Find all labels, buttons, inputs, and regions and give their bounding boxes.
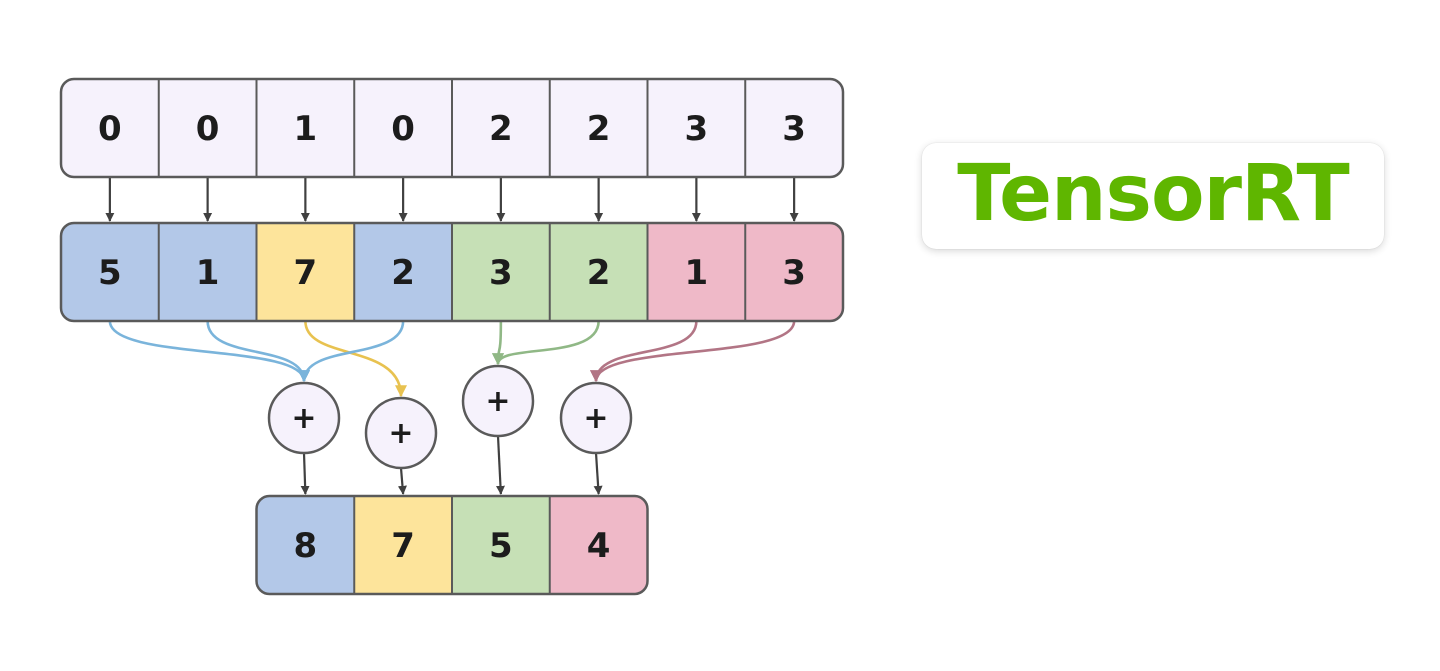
index-cell bbox=[647, 79, 746, 177]
index-cell bbox=[452, 79, 550, 177]
value-to-adder-arrow bbox=[108, 320, 310, 383]
result-array: 8 7 5 4 bbox=[255, 494, 649, 596]
index-array: 0 0 1 0 2 2 3 3 bbox=[59, 77, 845, 179]
adder-to-result-arrow bbox=[495, 435, 505, 495]
index-cell bbox=[158, 79, 257, 177]
value-value: 1 bbox=[196, 253, 220, 293]
result-cell bbox=[354, 496, 452, 594]
plus-sign: + bbox=[485, 384, 510, 419]
value-cell bbox=[354, 223, 452, 321]
plus-sign: + bbox=[291, 401, 316, 436]
value-cell bbox=[452, 223, 550, 321]
index-value: 0 bbox=[391, 109, 415, 149]
value-value: 3 bbox=[489, 253, 513, 293]
adder-circle bbox=[461, 364, 535, 438]
tensorrt-logo-card: TensorRT bbox=[922, 143, 1384, 249]
adder-to-result-arrow bbox=[593, 452, 603, 495]
value-cell bbox=[549, 223, 648, 321]
result-cell bbox=[256, 496, 355, 594]
index-cell bbox=[61, 79, 159, 177]
index-value: 2 bbox=[489, 109, 513, 149]
index-cell bbox=[354, 79, 452, 177]
value-to-adder-arrow bbox=[304, 320, 407, 398]
plus-sign: + bbox=[583, 401, 608, 436]
value-to-adder-arrow bbox=[298, 320, 405, 383]
index-value: 0 bbox=[196, 109, 220, 149]
value-cell bbox=[647, 223, 746, 321]
index-cell bbox=[549, 79, 648, 177]
index-value: 3 bbox=[685, 109, 709, 149]
adder-circle bbox=[364, 396, 438, 470]
value-array: 5 1 7 2 3 2 1 3 bbox=[59, 221, 845, 323]
value-value: 2 bbox=[391, 253, 415, 293]
tensorrt-logo: TensorRT bbox=[957, 149, 1350, 239]
index-cell bbox=[745, 79, 843, 177]
segment-sum-diagram: 0 0 1 0 2 2 3 3 5 1 7 2 3 2 1 3 + + + + 8 7 5 4 bbox=[59, 77, 845, 596]
value-value: 3 bbox=[782, 253, 806, 293]
value-to-adder-arrow bbox=[590, 320, 796, 383]
value-to-adder-arrow bbox=[206, 320, 310, 383]
value-value: 7 bbox=[294, 253, 318, 293]
value-value: 2 bbox=[587, 253, 611, 293]
index-cell bbox=[256, 79, 355, 177]
value-cell bbox=[61, 223, 159, 321]
value-to-adder-arrow bbox=[492, 320, 600, 366]
adder-circle bbox=[267, 381, 341, 455]
connector-layer bbox=[105, 177, 799, 398]
value-cell bbox=[256, 223, 355, 321]
result-cell bbox=[549, 496, 648, 594]
plus-sign: + bbox=[388, 416, 413, 451]
result-cell bbox=[452, 496, 550, 594]
adder-to-result-arrow bbox=[397, 467, 407, 495]
adder-nodes: + + + + bbox=[267, 364, 633, 495]
adder-to-result-arrow bbox=[300, 452, 310, 495]
value-value: 1 bbox=[685, 253, 709, 293]
result-value: 5 bbox=[489, 526, 513, 566]
index-value: 1 bbox=[294, 109, 318, 149]
index-value: 0 bbox=[98, 109, 122, 149]
value-value: 5 bbox=[98, 253, 122, 293]
value-cell bbox=[158, 223, 257, 321]
index-value: 3 bbox=[782, 109, 806, 149]
result-value: 8 bbox=[294, 526, 318, 566]
result-value: 7 bbox=[391, 526, 415, 566]
result-value: 4 bbox=[587, 526, 611, 566]
value-cell bbox=[745, 223, 843, 321]
adder-circle bbox=[559, 381, 633, 455]
value-to-adder-arrow bbox=[590, 320, 698, 383]
index-value: 2 bbox=[587, 109, 611, 149]
